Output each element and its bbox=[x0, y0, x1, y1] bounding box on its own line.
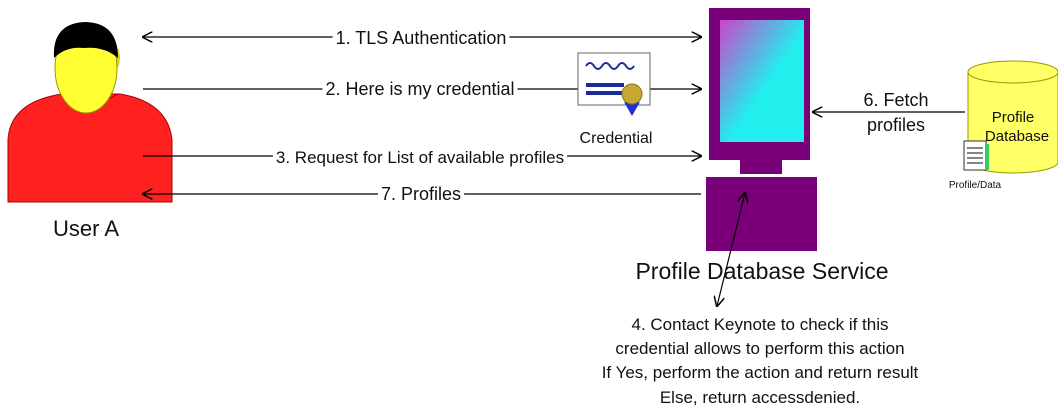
label-background bbox=[272, 148, 568, 167]
label-background bbox=[322, 79, 518, 99]
user-label: User A bbox=[53, 216, 119, 241]
arrow-contact-keynote bbox=[717, 193, 745, 306]
service-label: Profile Database Service bbox=[635, 258, 888, 284]
user-hair bbox=[53, 22, 118, 58]
database-top bbox=[967, 60, 1058, 84]
label-background bbox=[863, 115, 929, 135]
profile-database bbox=[967, 60, 1058, 174]
credential-label: Credential bbox=[580, 130, 653, 147]
note-line-2: credential allows to perform this action bbox=[615, 339, 904, 358]
profile-document-icon bbox=[963, 140, 989, 171]
user-figure bbox=[7, 22, 173, 203]
note-line-1: 4. Contact Keynote to check if this bbox=[631, 315, 888, 334]
monitor-base bbox=[706, 177, 817, 251]
database-label-line1: Profile bbox=[992, 109, 1035, 126]
monitor-screen bbox=[720, 20, 804, 142]
message-6-label-line2: profiles bbox=[867, 115, 925, 135]
monitor-neck bbox=[740, 160, 782, 174]
service-monitor bbox=[706, 8, 817, 251]
note-line-3: If Yes, perform the action and return re… bbox=[602, 363, 919, 382]
credential-certificate bbox=[577, 52, 651, 116]
label-background bbox=[860, 90, 932, 110]
message-3-label: 3. Request for List of available profile… bbox=[276, 148, 564, 167]
label-background bbox=[332, 28, 510, 48]
message-1-label: 1. TLS Authentication bbox=[336, 28, 507, 48]
message-7-label: 7. Profiles bbox=[381, 184, 461, 204]
profile-document-label: Profile/Data bbox=[949, 180, 1002, 191]
user-shirt bbox=[7, 93, 173, 203]
note-line-4: Else, return accessdenied. bbox=[660, 388, 860, 407]
label-background bbox=[377, 184, 465, 204]
message-2-label: 2. Here is my credential bbox=[325, 79, 514, 99]
database-label-line2: Database bbox=[985, 128, 1049, 145]
message-6-label-line1: 6. Fetch bbox=[863, 90, 928, 110]
